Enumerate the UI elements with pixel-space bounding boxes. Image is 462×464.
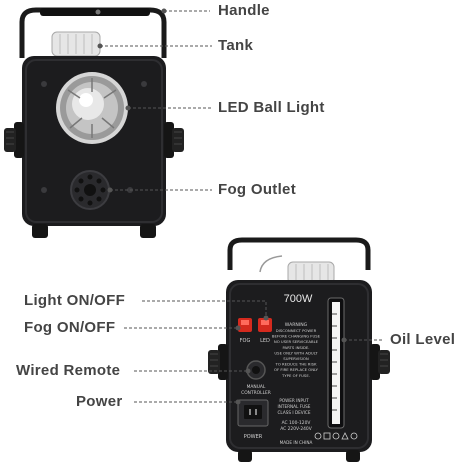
- made-in-label: MADE IN CHINA: [280, 440, 313, 445]
- certification-marks: [314, 432, 358, 440]
- remote-label-line2: CONTROLLER: [241, 390, 271, 396]
- power-socket: [237, 399, 269, 427]
- warning-title: WARNING: [285, 322, 308, 328]
- led-ball-light: [56, 72, 128, 144]
- warning-line: BEFORE CHANGING FUSE: [272, 334, 321, 339]
- rear-body-bevel: [229, 283, 369, 449]
- power-input-line1: POWER INPUT: [279, 398, 309, 403]
- label-fog-on-off: Fog ON/OFF: [24, 319, 116, 336]
- warning-line: SUPERVISION: [283, 356, 309, 361]
- wired-remote-socket: [246, 360, 266, 380]
- label-fog-outlet: Fog Outlet: [218, 181, 296, 198]
- warning-line: DISCONNECT POWER: [276, 328, 317, 333]
- power-input-line2: INTERNAL FUSE: [278, 404, 311, 409]
- handle-top-bar: [40, 8, 150, 16]
- led-switch-label: LED: [260, 338, 270, 344]
- power-leader-dot: [235, 399, 241, 405]
- tank-leader-dot: [97, 43, 103, 49]
- fog-switch-leader-dot: [235, 325, 241, 331]
- rear-foot: [238, 450, 252, 462]
- label-power: Power: [76, 393, 123, 410]
- front-view: [4, 7, 184, 238]
- oil-level-window: [327, 297, 345, 429]
- wattage-label: 700W: [284, 293, 313, 305]
- screw: [41, 81, 47, 87]
- side-knob-left: [4, 122, 24, 158]
- led-leader-dot: [125, 105, 131, 111]
- side-knob-right: [164, 122, 184, 158]
- power-input-line3: CLASS I DEVICE: [278, 410, 311, 415]
- ac-rating-line1: AC 100-120V: [282, 420, 311, 426]
- front-callout-lines: [97, 8, 212, 193]
- rear-foot: [346, 450, 360, 462]
- warning-line: USE ONLY WITH ADULT: [274, 350, 318, 355]
- warning-line: TO REDUCE THE RISK: [275, 362, 317, 367]
- rear-side-knob-right: [370, 344, 390, 380]
- tank-cap: [51, 31, 101, 57]
- oil-level-leader-dot: [341, 337, 347, 343]
- warning-line: PARTS INSIDE.: [283, 345, 310, 350]
- rear-view: 700W FOG LED WARNING DISCONNECT POWERBEF…: [208, 237, 390, 462]
- foot: [140, 224, 156, 238]
- remote-label-line1: MANUAL: [247, 384, 266, 390]
- screw: [141, 81, 147, 87]
- wired-remote-leader-dot: [245, 368, 251, 374]
- light-switch-leader: [142, 300, 267, 318]
- label-light-on-off: Light ON/OFF: [24, 292, 126, 309]
- handle-rivet: [95, 9, 101, 15]
- foot: [32, 224, 48, 238]
- fog-outlet-leader-dot: [107, 187, 113, 193]
- ac-rating-line2: AC 220V-240V: [280, 426, 311, 432]
- label-handle: Handle: [218, 2, 270, 19]
- rear-handle: [227, 237, 371, 270]
- power-socket-label: POWER: [244, 434, 263, 440]
- fog-switch: [238, 318, 252, 332]
- fog-switch-label: FOG: [240, 338, 251, 344]
- warning-line: TYPE OF FUSE.: [281, 373, 310, 378]
- rear-tank-cap: [287, 261, 335, 285]
- power-cord: [259, 255, 283, 273]
- screw: [41, 187, 47, 193]
- label-led-ball-light: LED Ball Light: [218, 99, 325, 116]
- warning-line: OF FIRE REPLACE ONLY: [274, 367, 319, 372]
- rear-side-knob-left: [208, 344, 228, 380]
- label-oil-level: Oil Level: [390, 331, 456, 348]
- warning-line: NO USER SERVICEABLE: [274, 339, 319, 344]
- led-switch: [258, 318, 272, 332]
- light-switch-leader-dot: [263, 315, 269, 321]
- label-tank: Tank: [218, 37, 254, 54]
- fog-outlet: [70, 170, 110, 210]
- rear-callout-lines: [124, 300, 384, 405]
- front-body-bevel: [25, 59, 163, 223]
- handle-leader-dot: [161, 8, 167, 14]
- label-wired-remote: Wired Remote: [16, 362, 121, 379]
